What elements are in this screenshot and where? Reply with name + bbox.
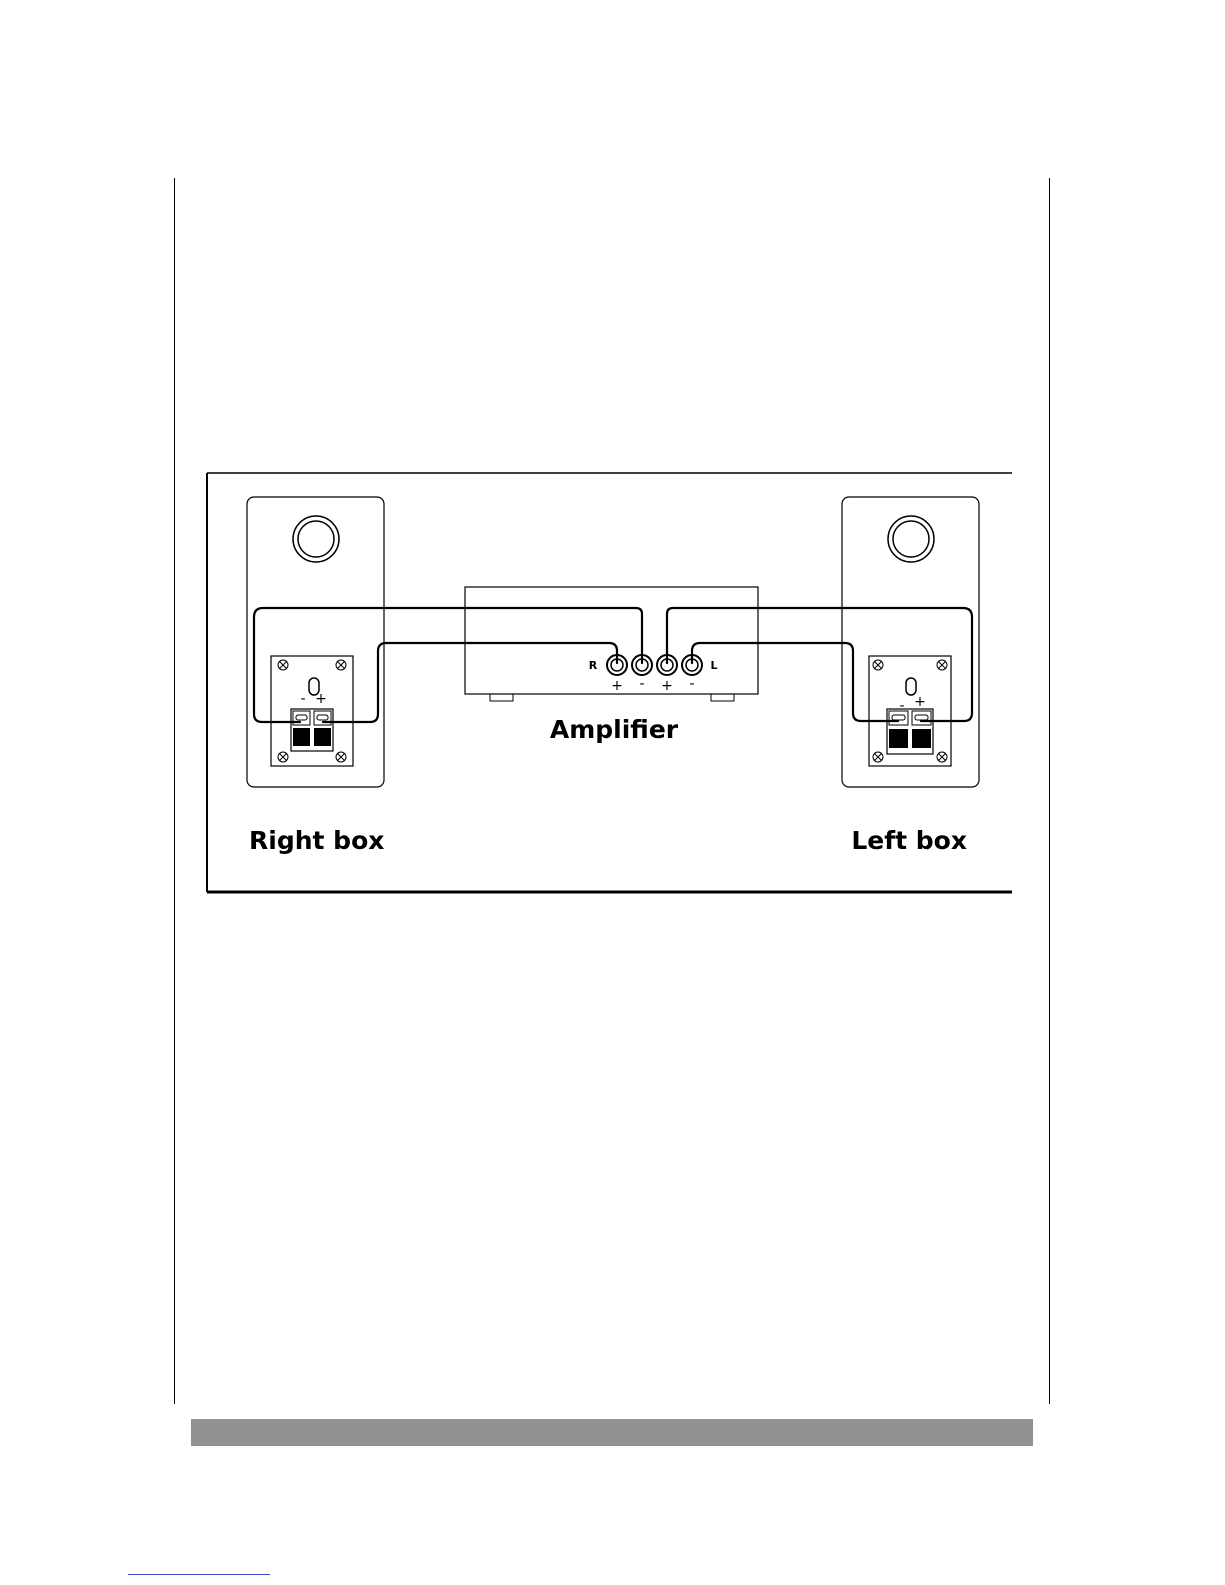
left-box-label: Left box (851, 826, 967, 855)
screw-icon (336, 752, 346, 762)
amp-terminal-polarity-4: - (689, 676, 694, 692)
screw-icon (278, 752, 288, 762)
amplifier-label: Amplifier (550, 715, 679, 744)
footnote-rule (128, 1574, 270, 1575)
right-speaker-minus-label: - (300, 691, 305, 707)
left-speaker-plus-label: + (914, 694, 926, 710)
right-speaker-binding-posts (291, 709, 333, 751)
left-speaker-binding-posts (887, 709, 933, 754)
screw-icon (873, 660, 883, 670)
left-speaker-box: - + (842, 497, 979, 787)
screw-icon (937, 660, 947, 670)
amp-terminal-polarity-3: + (661, 678, 673, 694)
keyhole-icon (906, 678, 916, 695)
screw-icon (873, 752, 883, 762)
amp-terminal-polarity-1: + (611, 678, 623, 694)
screw-icon (937, 752, 947, 762)
amp-channel-left-label: L (710, 659, 717, 672)
amp-channel-right-label: R (589, 659, 598, 672)
right-speaker-box: - + (247, 497, 384, 787)
left-speaker-terminal-plate: - + (869, 656, 951, 766)
amp-terminal-polarity-2: - (639, 676, 644, 692)
footer-bar (191, 1419, 1033, 1446)
right-box-label: Right box (249, 826, 384, 855)
left-speaker-tweeter-icon (888, 516, 934, 562)
right-speaker-tweeter-icon (293, 516, 339, 562)
right-speaker-terminal-plate: - + (271, 656, 353, 766)
screw-icon (336, 660, 346, 670)
right-speaker-plus-label: + (315, 691, 327, 707)
screw-icon (278, 660, 288, 670)
